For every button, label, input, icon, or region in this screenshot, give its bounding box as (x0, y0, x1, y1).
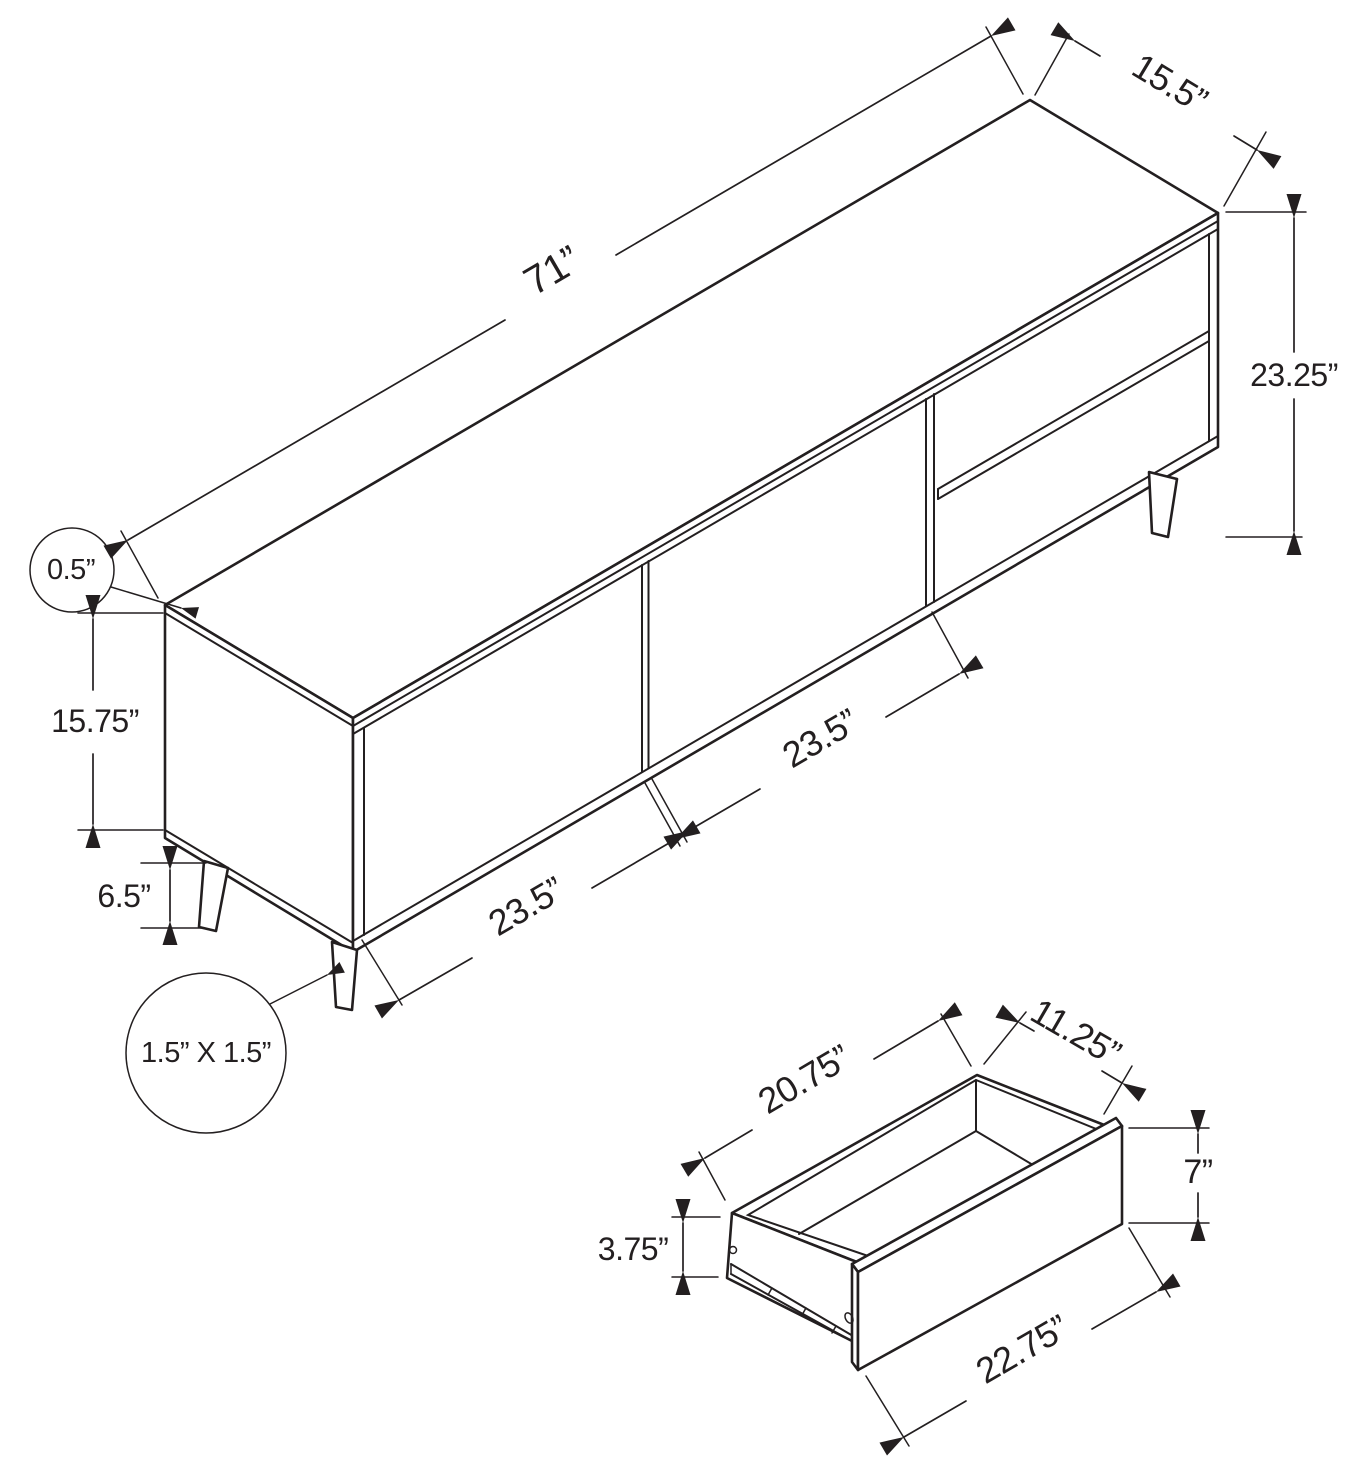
depth-dimension-label: 15.5” (1125, 45, 1214, 121)
door-top-edge (352, 228, 1219, 735)
base-inner-edge-front (352, 435, 1219, 942)
extension-line (120, 530, 159, 599)
extension-line (931, 611, 969, 679)
callout-circle (29, 527, 115, 613)
extension-line (361, 939, 403, 1006)
top-slab-inner-edge-left (164, 612, 354, 727)
extension-line (1223, 131, 1267, 207)
drawer-gap-bottom-line (937, 340, 1210, 500)
side-height-dimension-label: 15.75” (51, 703, 139, 739)
leg-height-dimension-label: 6.5” (97, 878, 150, 914)
extension-line (1034, 33, 1070, 96)
dimension-drawer-side-height-3-75: 3.75” (598, 1199, 721, 1295)
dimension-leg-height-6-5: 6.5” (97, 846, 207, 945)
drawer-front-width-label: 22.75” (969, 1306, 1075, 1391)
leg-back-left (197, 859, 230, 933)
drawer-floor-left-edge (798, 1130, 977, 1235)
dimension-drawer-front-height-7: 7” (1128, 1110, 1213, 1241)
leg-front-right (1147, 470, 1179, 539)
drawer-front-panel-face (856, 1124, 1124, 1372)
extension-line (1103, 1065, 1133, 1115)
extension-line (698, 1151, 726, 1201)
drawer-depth-label: 11.25” (1024, 990, 1128, 1074)
drawer-detail-view (725, 1073, 1124, 1372)
drawer-front-height-label: 7” (1183, 1153, 1212, 1191)
callout-leg-cross-section: 1.5” X 1.5” (125, 961, 345, 1134)
drawer-length-label: 20.75” (751, 1036, 857, 1122)
extension-line (865, 1375, 910, 1447)
callout-top-thickness: 0.5” (29, 527, 200, 619)
leg-front-left (330, 940, 359, 1012)
height-dimension-label: 23.25” (1250, 357, 1338, 393)
dimension-side-height-15-75: 15.75” (51, 595, 164, 848)
tick-line (644, 782, 681, 847)
dimension-height-23-25: 23.25” (1225, 194, 1338, 555)
middle-door-width-label: 23.5” (775, 700, 864, 775)
extension-line (1128, 1227, 1171, 1298)
callout-circle (125, 972, 287, 1134)
tick-line (651, 778, 688, 843)
drawer-side-height-label: 3.75” (598, 1231, 668, 1267)
top-thickness-label: 0.5” (47, 554, 95, 586)
extension-line (940, 1013, 972, 1067)
front-face (351, 211, 1220, 954)
top-slab-inner-edge-front (352, 220, 1219, 727)
drawer-floor-right-edge (975, 1130, 1039, 1169)
left-door-width-label: 23.5” (481, 868, 570, 943)
drawer-gap-top-line (937, 330, 1210, 490)
length-dimension-label: 71” (517, 238, 588, 304)
extension-line (983, 1011, 1027, 1065)
drawer-slide-rail (728, 1245, 858, 1345)
base-inner-edge-left (164, 829, 354, 944)
tv-stand-isometric-view (163, 98, 1220, 1012)
extension-line (985, 26, 1024, 95)
panel-screw-hole (844, 1312, 854, 1324)
leg-cross-section-label: 1.5” X 1.5” (141, 1037, 271, 1069)
rail-screw-hole (728, 1245, 738, 1255)
